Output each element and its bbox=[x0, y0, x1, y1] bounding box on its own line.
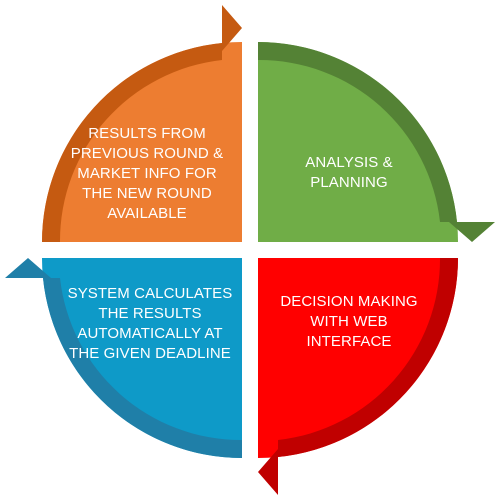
quadrant-bottom-left bbox=[42, 258, 242, 458]
quadrant-bottom-right-text: DECISION MAKING WITH WEB INTERFACE bbox=[280, 293, 418, 350]
arrow-top-left bbox=[42, 5, 242, 242]
quadrant-bottom-left-text: SYSTEM CALCULATES THE RESULTS AUTOMATICA… bbox=[67, 285, 233, 362]
quadrant-top-right bbox=[258, 42, 458, 242]
quadrant-top-left-text: RESULTS FROM PREVIOUS ROUND & MARKET INF… bbox=[70, 125, 224, 222]
arrow-top-right bbox=[258, 42, 495, 242]
quadrant-top-right-text: ANALYSIS & PLANNING bbox=[305, 154, 393, 191]
quadrant-top-left bbox=[42, 42, 242, 242]
quadrant-bottom-right bbox=[258, 258, 458, 458]
arrow-bottom-left bbox=[5, 258, 242, 459]
arrow-bottom-right bbox=[258, 258, 459, 495]
